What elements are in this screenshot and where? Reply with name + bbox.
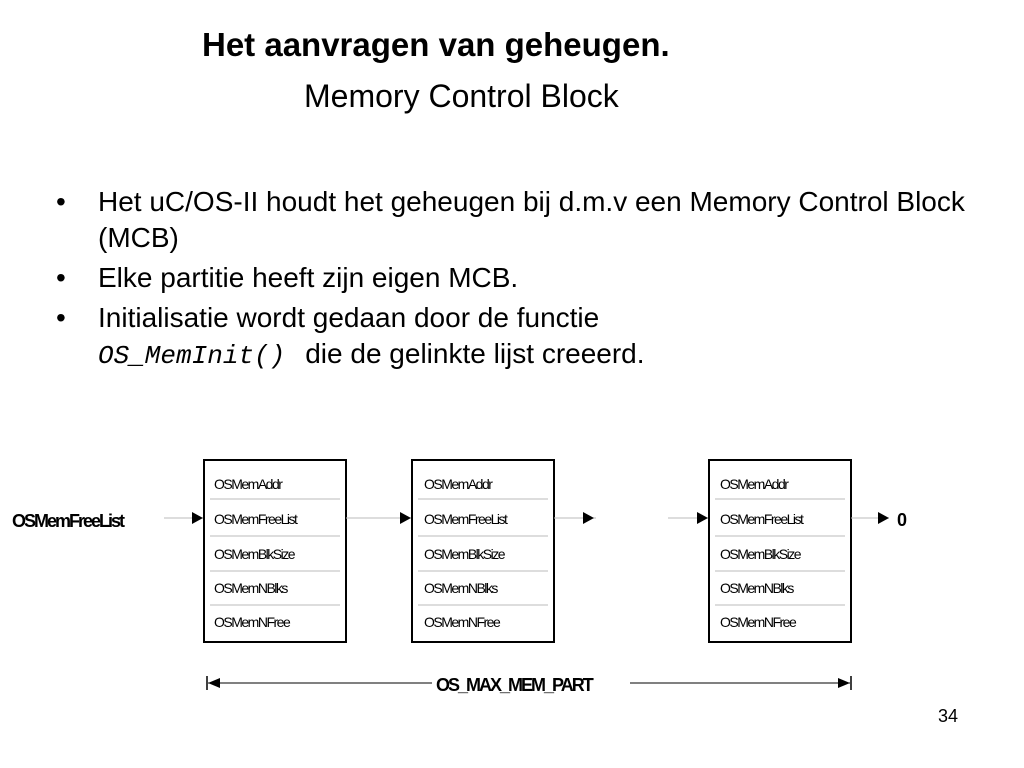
bullet-item: •Initialisatie wordt gedaan door de func… bbox=[56, 302, 645, 371]
field-label: OSMemFreeList bbox=[720, 511, 804, 527]
field-label: OSMemNFree bbox=[720, 614, 797, 630]
field-label: OSMemAddr bbox=[424, 476, 493, 492]
bullet-item: •Elke partitie heeft zijn eigen MCB. bbox=[54, 260, 974, 296]
field-label: OSMemFreeList bbox=[214, 511, 298, 527]
arrow-icon bbox=[400, 512, 411, 524]
null-terminator: 0 bbox=[897, 510, 907, 530]
free-list-label: OSMemFreeList bbox=[12, 511, 125, 531]
mcb-box bbox=[411, 459, 555, 643]
arrow-icon bbox=[838, 678, 850, 688]
field-label: OSMemNBlks bbox=[214, 580, 288, 596]
mcb-linked-list-diagram: OSMemFreeList OSMemAddr OSMemFreeList OS… bbox=[12, 459, 909, 695]
mcb-block: OSMemAddr OSMemFreeList OSMemBlkSize OSM… bbox=[411, 459, 555, 643]
mcb-box bbox=[203, 459, 347, 643]
bullet-list: •Het uC/OS-II houdt het geheugen bij d.m… bbox=[54, 184, 974, 378]
span-label: OS_MAX_MEM_PART bbox=[436, 675, 594, 695]
field-label: OSMemNFree bbox=[214, 614, 291, 630]
slide-title: Het aanvragen van geheugen. bbox=[202, 26, 670, 63]
slide-subtitle: Memory Control Block bbox=[304, 78, 619, 114]
field-label: OSMemNBlks bbox=[720, 580, 794, 596]
field-label: OSMemNFree bbox=[424, 614, 501, 630]
function-name: OS_MemInit() bbox=[98, 341, 286, 371]
bullet-item: •Het uC/OS-II houdt het geheugen bij d.m… bbox=[56, 186, 965, 253]
mcb-block: OSMemAddr OSMemFreeList OSMemBlkSize OSM… bbox=[708, 459, 852, 643]
bullet-dot-icon: • bbox=[56, 262, 66, 293]
field-label: OSMemBlkSize bbox=[720, 546, 802, 562]
arrow-icon bbox=[878, 512, 889, 524]
arrow-icon bbox=[192, 512, 203, 524]
field-label: OSMemFreeList bbox=[424, 511, 508, 527]
mcb-block: OSMemAddr OSMemFreeList OSMemBlkSize OSM… bbox=[203, 459, 347, 643]
arrow-icon bbox=[208, 678, 220, 688]
field-label: OSMemBlkSize bbox=[424, 546, 506, 562]
bullet-dot-icon: • bbox=[56, 186, 66, 217]
arrow-icon bbox=[697, 512, 708, 524]
field-label: OSMemAddr bbox=[720, 476, 789, 492]
mcb-box bbox=[708, 459, 852, 643]
arrow-icon bbox=[583, 512, 594, 524]
bullet-dot-icon: • bbox=[56, 302, 66, 333]
slide-number: 34 bbox=[938, 706, 959, 726]
field-label: OSMemNBlks bbox=[424, 580, 498, 596]
field-label: OSMemBlkSize bbox=[214, 546, 296, 562]
field-label: OSMemAddr bbox=[214, 476, 283, 492]
